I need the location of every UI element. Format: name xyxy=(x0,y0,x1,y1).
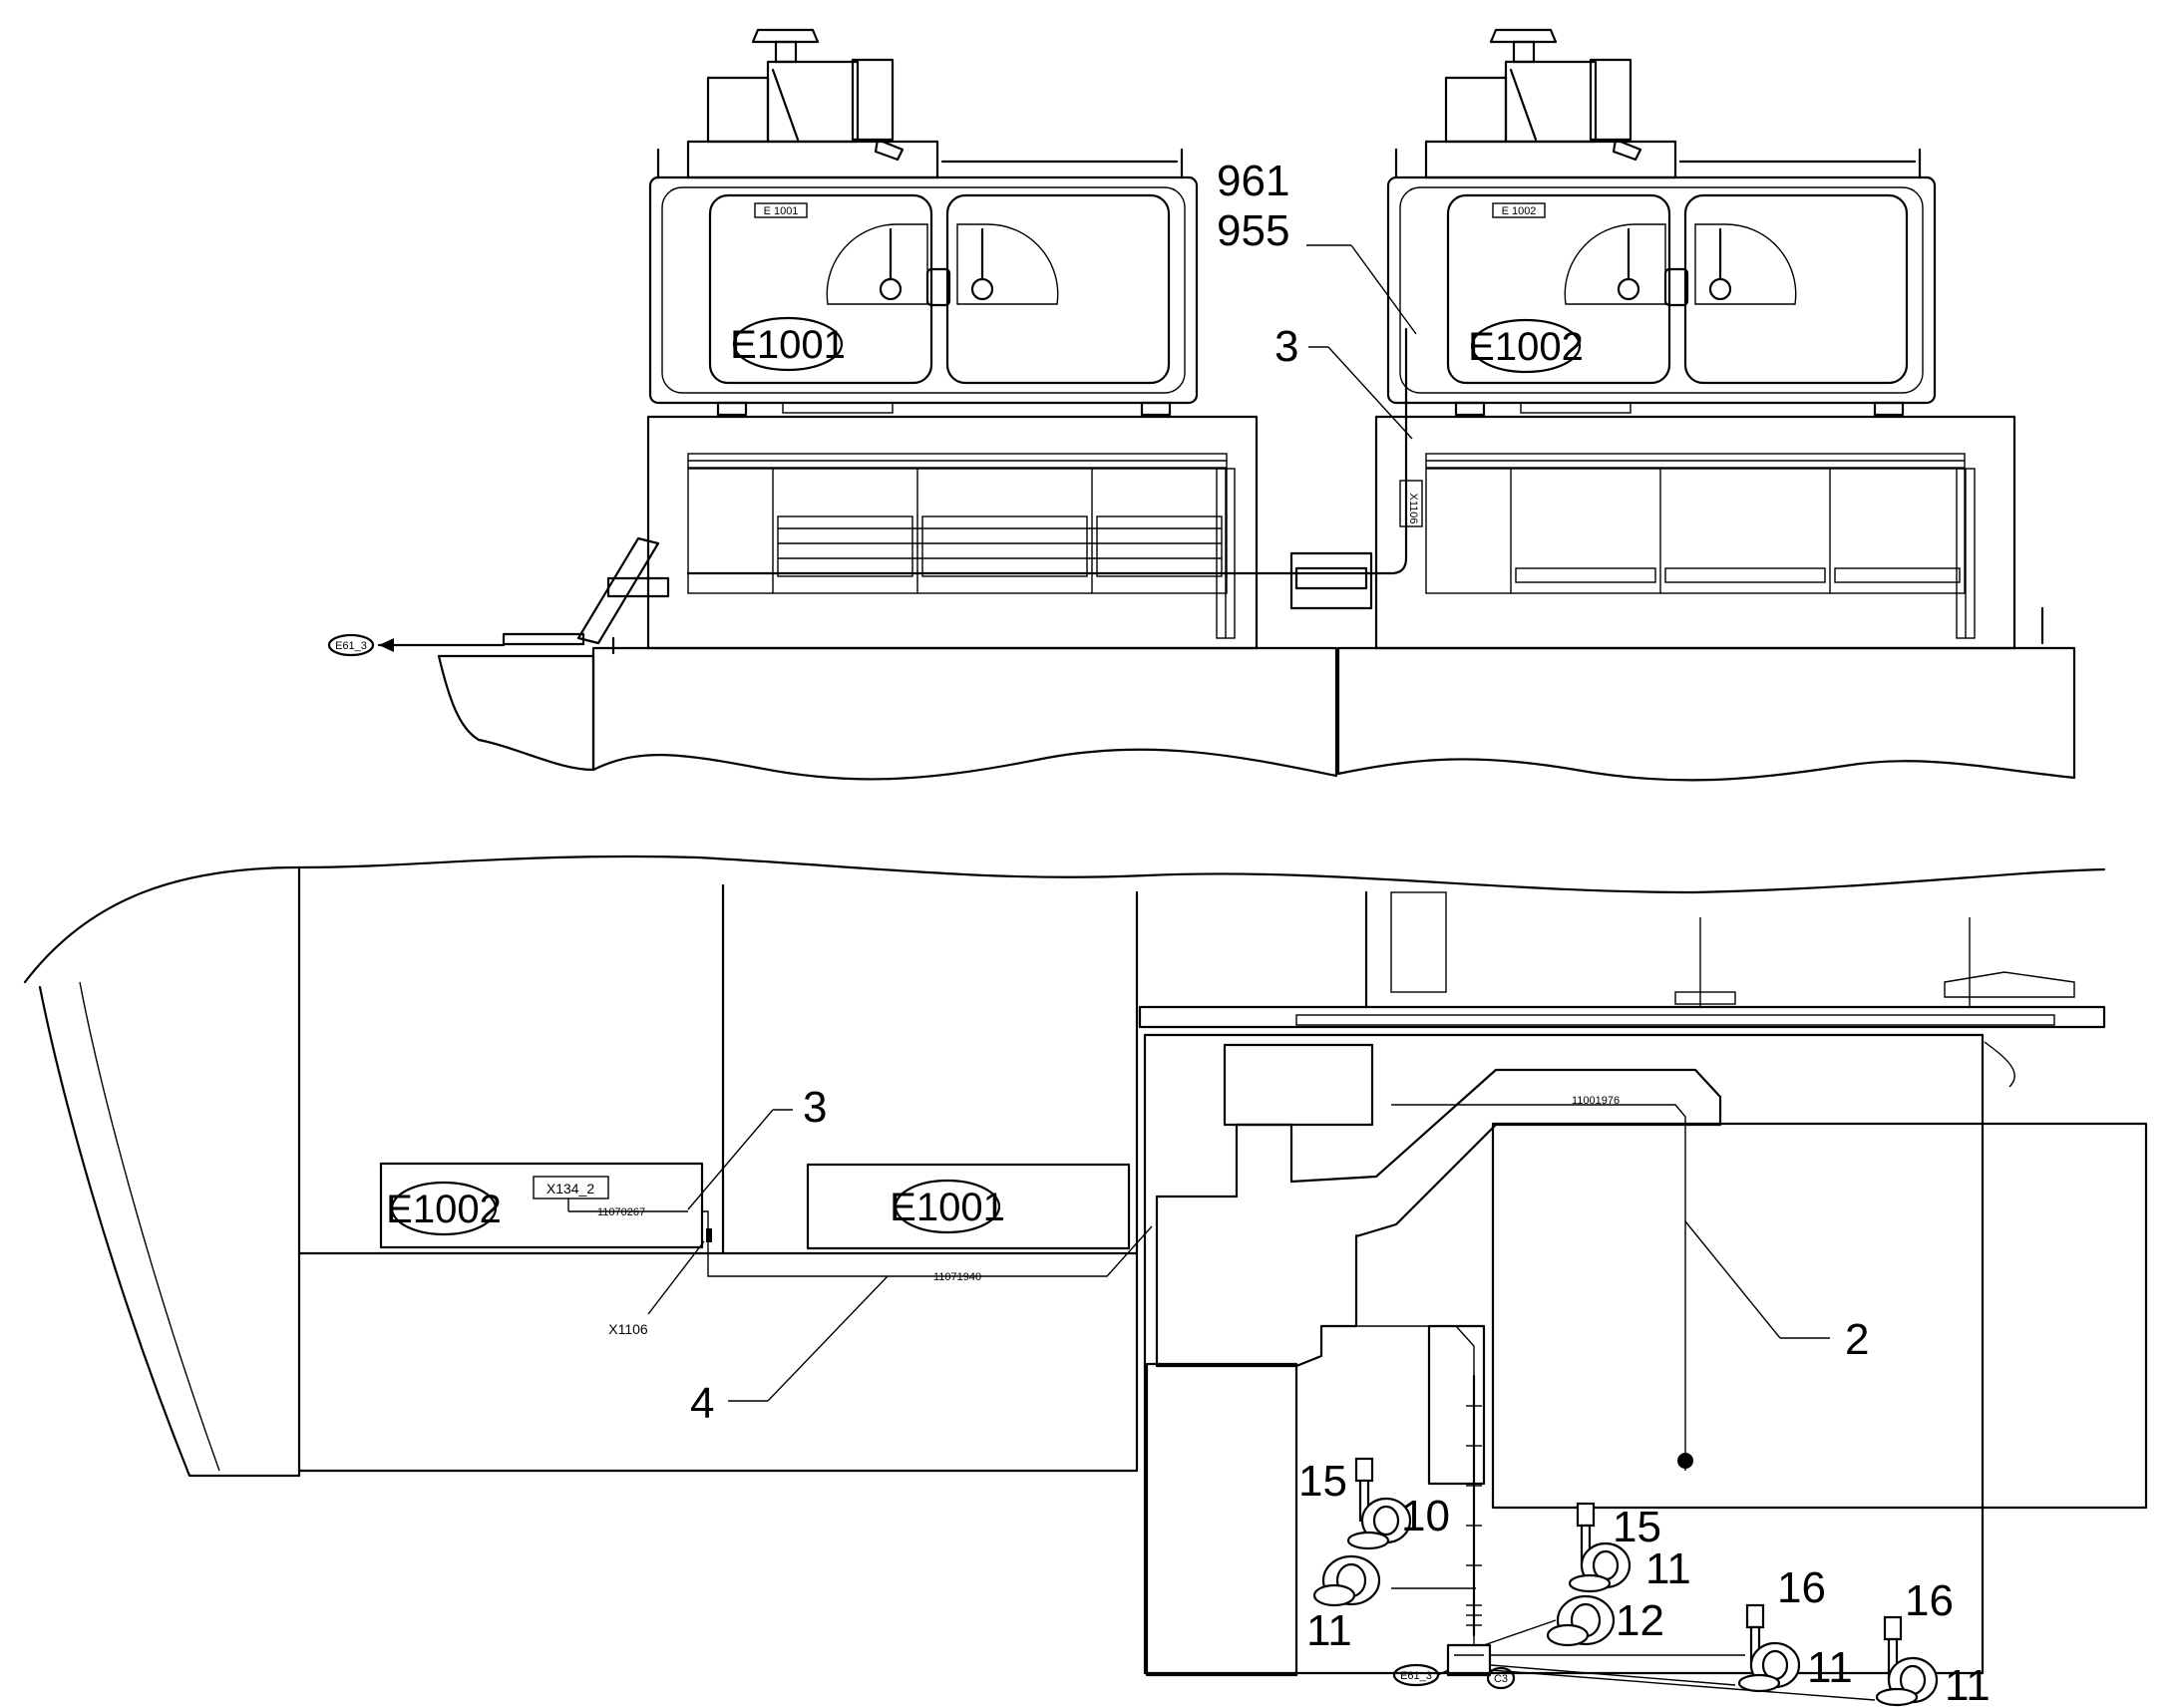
door-left-a xyxy=(708,193,933,385)
hull-top-wave xyxy=(23,854,2106,984)
panel-e1002 xyxy=(379,1162,704,1249)
panel-e1001 xyxy=(806,1163,1131,1250)
cabinet-left xyxy=(648,175,1199,405)
bracket xyxy=(1446,1643,1492,1677)
wire-11001976: 11001976 xyxy=(1572,1095,1620,1107)
junction-box xyxy=(1289,551,1373,610)
part-11b: 11 xyxy=(1645,1544,1691,1593)
x1106-bottom: X1106 xyxy=(608,1321,648,1337)
hull-left xyxy=(38,867,301,1478)
label-oval-e1002 xyxy=(1470,318,1582,374)
connector-box-x134-text: X134_2 xyxy=(546,1181,594,1196)
part-15a: 15 xyxy=(1298,1457,1347,1506)
door-right-b xyxy=(1683,193,1909,385)
tag-c3-text: C3 xyxy=(1494,1673,1508,1685)
arrow-left-icon xyxy=(379,638,394,652)
part-11d: 11 xyxy=(1945,1661,1991,1708)
plate-e1001 xyxy=(754,202,808,218)
part-12: 12 xyxy=(1616,1596,1664,1645)
grille-right xyxy=(1425,468,1966,594)
part-10: 10 xyxy=(1401,1492,1450,1540)
unit-e1002-top: E 1002 E1002 X1106 xyxy=(686,28,2044,650)
label-e1002-bottom: E1002 xyxy=(386,1188,502,1231)
door-right-a xyxy=(1446,193,1671,385)
part-16b: 16 xyxy=(1905,1576,1954,1625)
frame-left xyxy=(646,415,1259,650)
tag-c3 xyxy=(1486,1666,1516,1690)
wire-11070267: 11070267 xyxy=(597,1206,645,1218)
base-slab-right xyxy=(1336,646,2076,782)
cabinet-right xyxy=(1386,175,1937,405)
callout-4: 4 xyxy=(690,1379,714,1428)
plate-e1001-text: E 1001 xyxy=(764,205,799,217)
frame-right xyxy=(1374,415,2016,650)
plate-e1002 xyxy=(1492,202,1546,218)
tag-e61-3-bottom-text: E61_3 xyxy=(1400,1670,1432,1682)
callout-3-bottom: 3 xyxy=(803,1083,827,1132)
callout-961: 961 xyxy=(1217,157,1289,205)
tag-e61-3-top-text: E61_3 xyxy=(335,640,367,652)
part-11c: 11 xyxy=(1807,1643,1853,1692)
top-view: E 1001 E1001 xyxy=(327,28,2076,782)
clip-11-left xyxy=(1312,1554,1381,1607)
part-16a: 16 xyxy=(1777,1563,1826,1612)
clip-15-11 xyxy=(1568,1502,1632,1593)
label-e1001: E1001 xyxy=(730,323,846,367)
part-11a: 11 xyxy=(1306,1606,1352,1655)
callout-955: 955 xyxy=(1217,206,1289,255)
clip-16-11-b xyxy=(1875,1615,1939,1707)
label-oval-e1001 xyxy=(732,316,844,372)
clip-15-10 xyxy=(1346,1457,1412,1550)
beam xyxy=(1138,1005,2106,1029)
wire-11071940: 11071940 xyxy=(933,1271,981,1283)
label-e1002: E1002 xyxy=(1468,325,1584,369)
tag-e61-3-top xyxy=(327,633,375,657)
compartment xyxy=(1143,1033,1985,1675)
plate-e1002-text: E 1002 xyxy=(1502,205,1537,217)
x1106-top-text: X1106 xyxy=(1407,494,1419,524)
top-housing-left xyxy=(686,140,939,179)
callout-3-top: 3 xyxy=(1274,322,1298,371)
clip-12 xyxy=(1546,1594,1616,1647)
connector-dot xyxy=(1677,1453,1693,1469)
part-15b: 15 xyxy=(1613,1503,1661,1551)
door-left-b xyxy=(945,193,1171,385)
base-slab-center xyxy=(591,646,1338,781)
unit-e1001-top: E 1001 E1001 xyxy=(502,28,1259,655)
connector-box-x134 xyxy=(533,1176,609,1199)
panel xyxy=(1491,1122,2148,1510)
bottom-view: E1002 X134_2 11070267 E1001 11071940 110… xyxy=(23,854,2148,1708)
clip-16-11-a xyxy=(1737,1603,1801,1693)
callout-2: 2 xyxy=(1845,1315,1869,1364)
base-slab-left xyxy=(437,654,595,772)
grille-left xyxy=(687,468,1228,594)
x1106-tag-top xyxy=(1399,480,1423,527)
label-e1001-bottom: E1001 xyxy=(890,1186,1005,1229)
cable-duct xyxy=(1155,1068,1722,1368)
